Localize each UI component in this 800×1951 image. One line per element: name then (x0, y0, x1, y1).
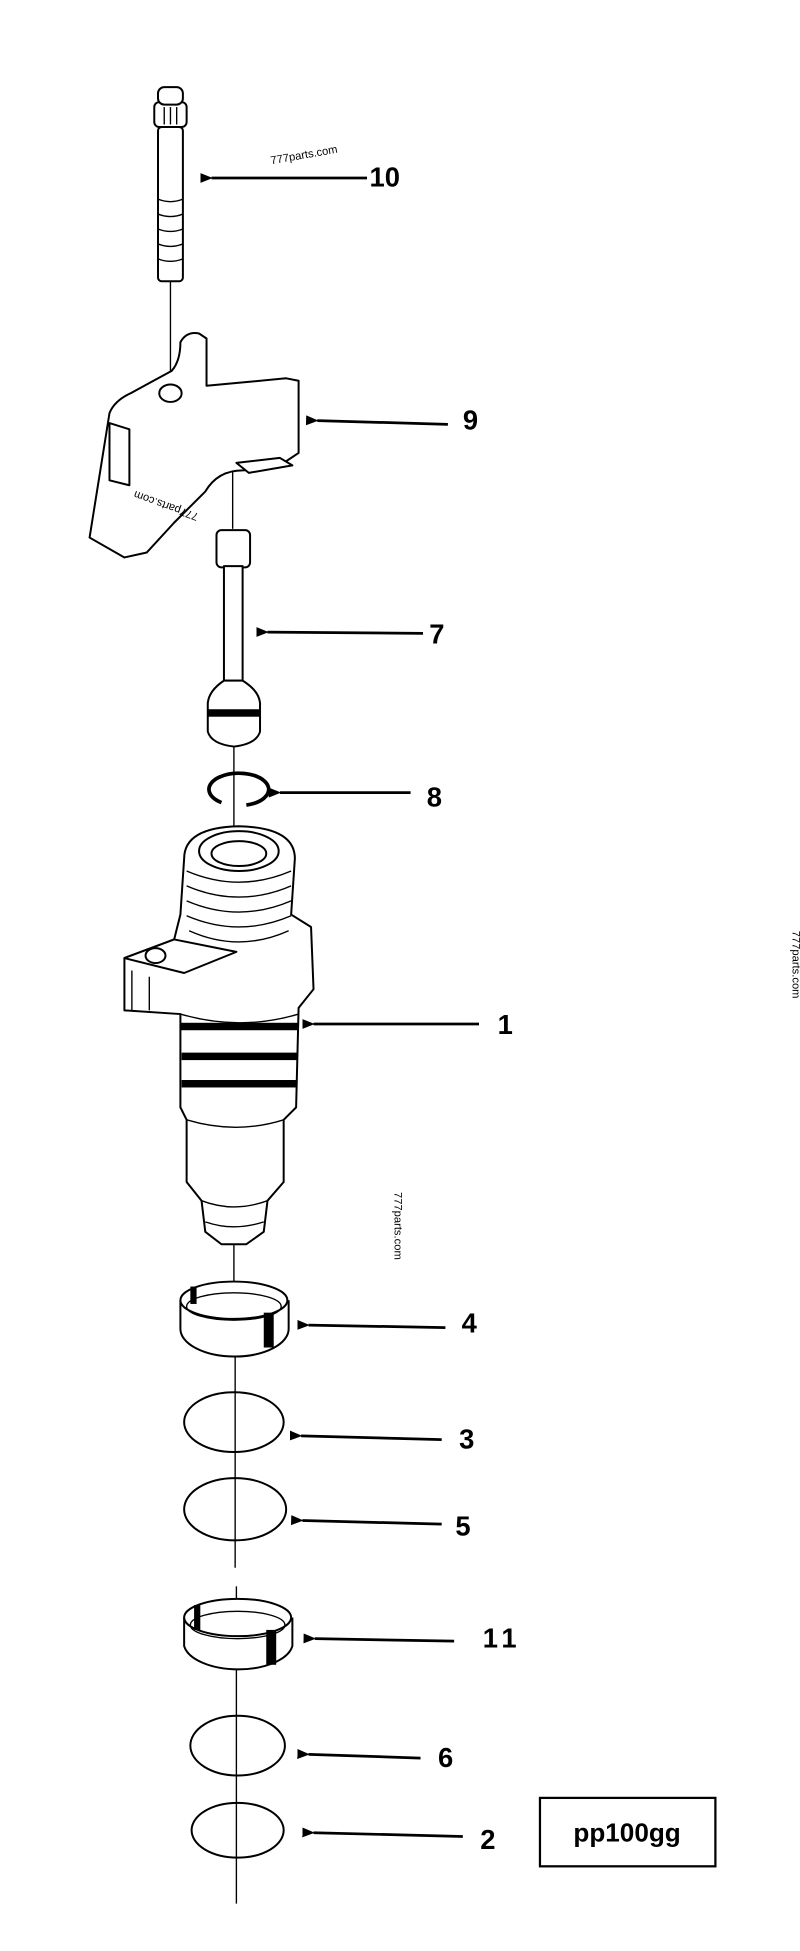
svg-text:5: 5 (455, 1510, 470, 1541)
o-ring-bottom-part[interactable] (190, 1801, 285, 1859)
sleeve-ring-part[interactable] (179, 1280, 290, 1358)
o-ring-middle-part[interactable] (183, 1477, 288, 1542)
svg-text:1: 1 (498, 1009, 513, 1040)
callout-10: 10 (200, 162, 400, 193)
bolt-part[interactable] (153, 86, 188, 283)
watermark: 777parts.com (270, 144, 339, 168)
svg-text:10: 10 (370, 162, 400, 193)
callout-2: 2 (302, 1824, 495, 1855)
callout-11: 11 (303, 1622, 522, 1653)
reference-code-box: pp100gg (538, 1796, 717, 1868)
watermark: 777parts.com (790, 931, 800, 999)
svg-text:4: 4 (462, 1308, 478, 1339)
svg-text:6: 6 (438, 1742, 453, 1773)
svg-text:7: 7 (429, 618, 444, 649)
callout-7: 7 (256, 618, 444, 649)
callout-4: 4 (297, 1308, 478, 1339)
plunger-pin-part[interactable] (206, 529, 262, 748)
reference-code: pp100gg (573, 1817, 680, 1847)
callout-6: 6 (297, 1742, 453, 1773)
o-ring-upper-part[interactable] (183, 1391, 285, 1454)
callout-5: 5 (291, 1510, 471, 1541)
callout-1: 1 (302, 1009, 513, 1040)
svg-text:8: 8 (427, 781, 442, 812)
svg-text:11: 11 (483, 1622, 522, 1653)
snap-ring-part[interactable] (207, 771, 271, 807)
sleeve-ring-lower-part[interactable] (183, 1597, 294, 1671)
callout-3: 3 (289, 1423, 474, 1454)
o-ring-lower-part[interactable] (189, 1714, 286, 1777)
svg-text:9: 9 (463, 404, 478, 435)
rocker-arm-part[interactable]: 777parts.com (88, 332, 300, 559)
svg-text:2: 2 (480, 1824, 495, 1855)
callout-8: 8 (268, 781, 442, 812)
injector-body-part[interactable] (123, 825, 315, 1246)
callout-9: 9 (305, 404, 478, 435)
watermark: 777parts.com (391, 1192, 403, 1260)
svg-text:3: 3 (459, 1423, 474, 1454)
